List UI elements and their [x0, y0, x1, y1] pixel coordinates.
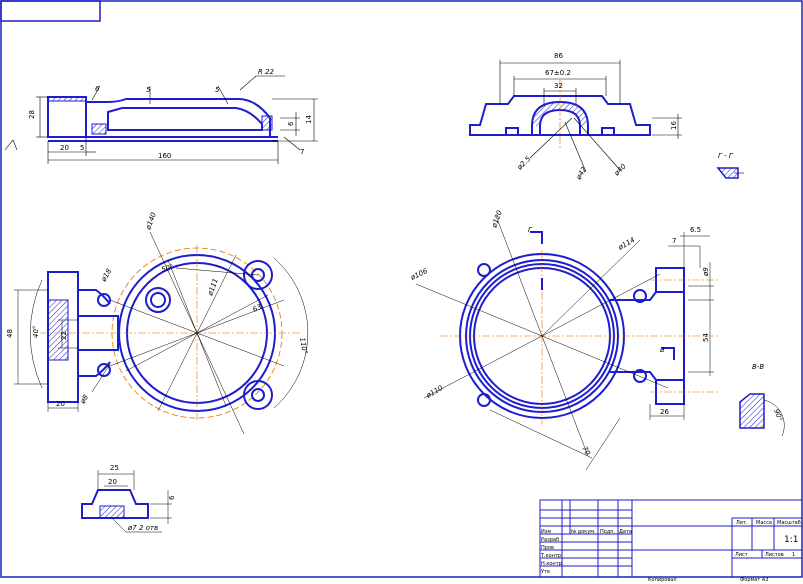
- dim-diameter-111: ø111: [206, 277, 220, 297]
- dim-width-32: 32: [554, 82, 563, 90]
- tb-col-sign: Подп.: [600, 529, 616, 535]
- view-front-right: 86 67±0.2 32 16 ø2.5 ø42 ø40: [469, 52, 682, 182]
- dim-r6: 6: [95, 85, 100, 93]
- dim-height-28: 28: [28, 110, 36, 119]
- tb-row-tkontr: Т.контр: [540, 553, 561, 559]
- dim-height-54: 54: [702, 333, 710, 342]
- dim-wall-5: 5: [146, 86, 151, 94]
- dim-angle-50: 50°: [160, 263, 174, 274]
- dim-angle-40: 40°: [32, 326, 40, 338]
- tb-row-nkontr: Н.контр: [541, 561, 562, 567]
- dim-diameter-9: ø9: [702, 267, 710, 277]
- dim-height-14: 14: [305, 115, 313, 124]
- dim-radius-63: 63: [251, 303, 262, 314]
- dim-length-20: 20: [60, 144, 69, 152]
- dim-diameter-120: ø120: [490, 209, 504, 230]
- dim-diameter-8: ø8: [78, 393, 90, 406]
- section-v-v-label: В-В: [752, 363, 764, 371]
- view-plan-right: Г В ø120 ø106 ø114 ø110 7 6.5 ø9 54 26 7…: [409, 209, 720, 471]
- tb-copied: Копировал: [648, 577, 677, 583]
- dim-length-70: 70: [580, 445, 592, 457]
- section-v-v: В-В 90°: [739, 363, 785, 437]
- view-plan-left: ø140 ø18 50° ø111 63 110° 48 40° 22 20 ø…: [6, 211, 309, 435]
- dim-diameter-140: ø140: [144, 211, 158, 232]
- dim-width-22: 22: [60, 331, 68, 340]
- tb-row-razrab: Разраб: [541, 537, 559, 543]
- tb-format: Формат A3: [740, 577, 768, 583]
- dim-diameter-114: ø114: [616, 236, 636, 252]
- tb-scale-header: Масштаб: [777, 520, 801, 526]
- section-marker-g: Г: [528, 226, 533, 234]
- tb-sheet-label: Лист: [735, 552, 748, 558]
- tb-sheets-label: Листов: [765, 552, 784, 558]
- tb-row-prov: Пров: [541, 545, 554, 551]
- dim-diameter-106: ø106: [409, 267, 430, 282]
- tb-lit-header: Лит.: [736, 520, 748, 526]
- section-marker-v: В: [660, 346, 665, 354]
- tb-col-doc: № докум.: [571, 529, 596, 535]
- section-g-g-label: Г - Г: [718, 152, 734, 160]
- dim-width-67: 67±0.2: [545, 69, 571, 77]
- tb-sheets-value: 1: [792, 552, 795, 558]
- tb-row-izm: Изм: [541, 529, 551, 535]
- dim-angle-110: 110°: [298, 337, 309, 355]
- dim-angle-90: 90°: [772, 408, 784, 422]
- section-g-g: Г - Г: [716, 152, 744, 179]
- view-bottom: 25 20 6 ø7 2 отв: [81, 464, 176, 533]
- dim-diameter-40: ø40: [612, 162, 628, 178]
- dim-height-6b: 6: [168, 495, 176, 500]
- view-side-left: 28 160 20 5 6 5 5 R 22 6 14 7: [4, 68, 318, 164]
- dim-r22: R 22: [258, 68, 275, 76]
- dim-width-26: 26: [660, 408, 669, 416]
- dim-width-25: 25: [110, 464, 119, 472]
- title-block: Изм Разраб Пров Т.контр Н.контр Утв № до…: [539, 499, 803, 583]
- dim-diameter-42: ø42: [574, 165, 588, 182]
- dim-height-48: 48: [6, 329, 14, 338]
- dim-width-86: 86: [554, 52, 563, 60]
- dim-width-7: 7: [672, 237, 676, 245]
- dim-height-7: 7: [300, 148, 304, 156]
- dim-diameter-110: ø110: [424, 384, 445, 401]
- tb-col-date: Дата: [619, 529, 632, 535]
- dim-holes: ø7 2 отв: [127, 524, 158, 532]
- tb-scale-value: 1:1: [784, 535, 798, 545]
- dim-length-160: 160: [158, 152, 171, 160]
- dim-height-6: 6: [287, 121, 295, 126]
- tb-mass-header: Масса: [756, 520, 772, 526]
- dim-height-16: 16: [670, 121, 678, 130]
- dim-diameter-18: ø18: [99, 267, 113, 284]
- dim-width-6-5: 6.5: [690, 226, 701, 234]
- dim-length-5: 5: [80, 144, 84, 152]
- dim-diameter-2-5: ø2.5: [515, 154, 533, 172]
- dim-width-20: 20: [56, 400, 65, 408]
- dim-width-20b: 20: [108, 478, 117, 486]
- dim-wall-5b: 5: [215, 86, 220, 94]
- tb-row-utv: Утв: [541, 569, 550, 575]
